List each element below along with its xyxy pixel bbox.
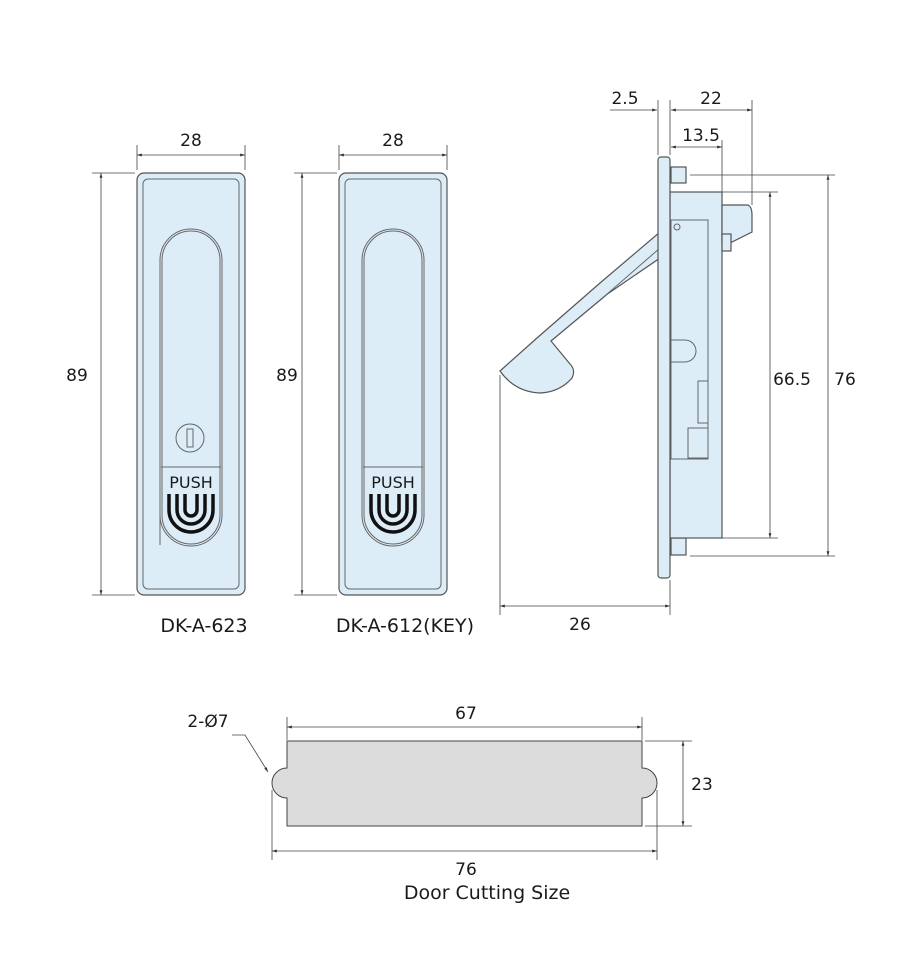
dim-handle-open: 26 bbox=[569, 615, 591, 635]
model-label: DK-A-623 bbox=[160, 615, 247, 637]
dim-flange: 2.5 bbox=[611, 89, 638, 109]
door-cutting-size: 67 76 23 2-Ø7 Door Cutting Size bbox=[187, 704, 712, 904]
dim-body-height: 66.5 bbox=[773, 370, 811, 390]
dim-height: 23 bbox=[691, 775, 713, 795]
front-view-dk-a-623: PUSH 28 89 DK-A-623 bbox=[66, 131, 247, 637]
hole-label: 2-Ø7 bbox=[187, 712, 228, 732]
dim-outer-width: 76 bbox=[455, 860, 477, 880]
width-dim: 28 bbox=[382, 131, 404, 151]
dim-depth-total: 22 bbox=[700, 89, 722, 109]
push-u-icon bbox=[167, 494, 215, 534]
push-label: PUSH bbox=[169, 473, 213, 492]
width-dim: 28 bbox=[180, 131, 202, 151]
model-label: DK-A-612(KEY) bbox=[336, 615, 474, 637]
height-dim: 89 bbox=[66, 366, 88, 386]
side-view: 2.5 22 13.5 66.5 76 26 bbox=[499, 89, 856, 635]
keyhole-icon bbox=[175, 423, 205, 453]
dim-screw-pitch: 76 bbox=[834, 370, 856, 390]
push-label: PUSH bbox=[371, 473, 415, 492]
height-dim: 89 bbox=[276, 366, 298, 386]
cutout-title: Door Cutting Size bbox=[404, 882, 570, 904]
dim-body-depth: 13.5 bbox=[682, 126, 720, 146]
dim-inner-width: 67 bbox=[455, 704, 477, 724]
front-view-dk-a-612-key: PUSH 28 89 DK-A-612(KEY) bbox=[276, 131, 474, 637]
push-u-icon bbox=[369, 494, 417, 534]
